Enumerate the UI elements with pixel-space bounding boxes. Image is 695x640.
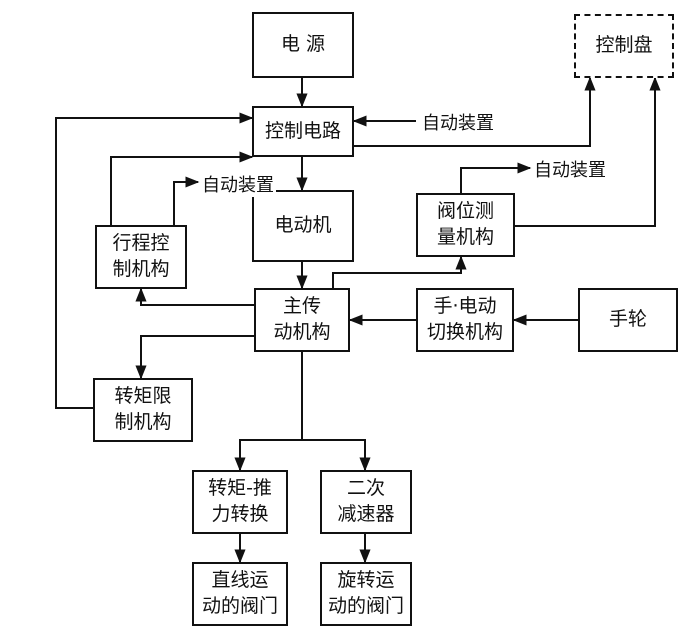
edge-stroke-to-auto (173, 176, 200, 225)
node-torque-limit: 转矩限 制机构 (93, 378, 193, 442)
label-auto-device-right: 自动装置 (532, 156, 608, 182)
node-power: 电 源 (252, 12, 354, 78)
node-secondary-reducer: 二次 减速器 (320, 470, 412, 534)
node-control-panel: 控制盘 (574, 14, 674, 78)
edge-main-drive-to-stroke (135, 287, 254, 306)
node-handwheel: 手轮 (578, 288, 678, 352)
edge-control-circuit-to-panel (354, 76, 596, 147)
node-control-circuit: 控制电路 (252, 106, 354, 157)
label-auto-device-top: 自动装置 (420, 109, 496, 135)
edge-stroke-to-control-circuit (110, 151, 254, 225)
edge-branch-left (234, 439, 302, 472)
label-auto-device-left: 自动装置 (200, 171, 276, 197)
edge-valve-position-to-panel (515, 76, 661, 227)
edge-branch-right (302, 439, 371, 472)
node-main-drive: 主传 动机构 (254, 288, 350, 352)
edge-valve-position-to-auto (460, 162, 532, 193)
edge-main-drive-to-valve-position (332, 255, 467, 288)
node-torque-thrust: 转矩-推 力转换 (192, 470, 288, 534)
node-manual-switch: 手·电动 切换机构 (416, 288, 514, 352)
edge-main-drive-to-torque (135, 335, 254, 380)
node-valve-position: 阀位测 量机构 (416, 193, 515, 257)
node-motor: 电动机 (252, 190, 354, 262)
node-rotary-valve: 旋转运 动的阀门 (320, 562, 412, 626)
node-linear-valve: 直线运 动的阀门 (192, 562, 288, 626)
node-stroke-limit: 行程控 制机构 (95, 225, 187, 289)
edge-torque-to-control-circuit (55, 112, 254, 409)
